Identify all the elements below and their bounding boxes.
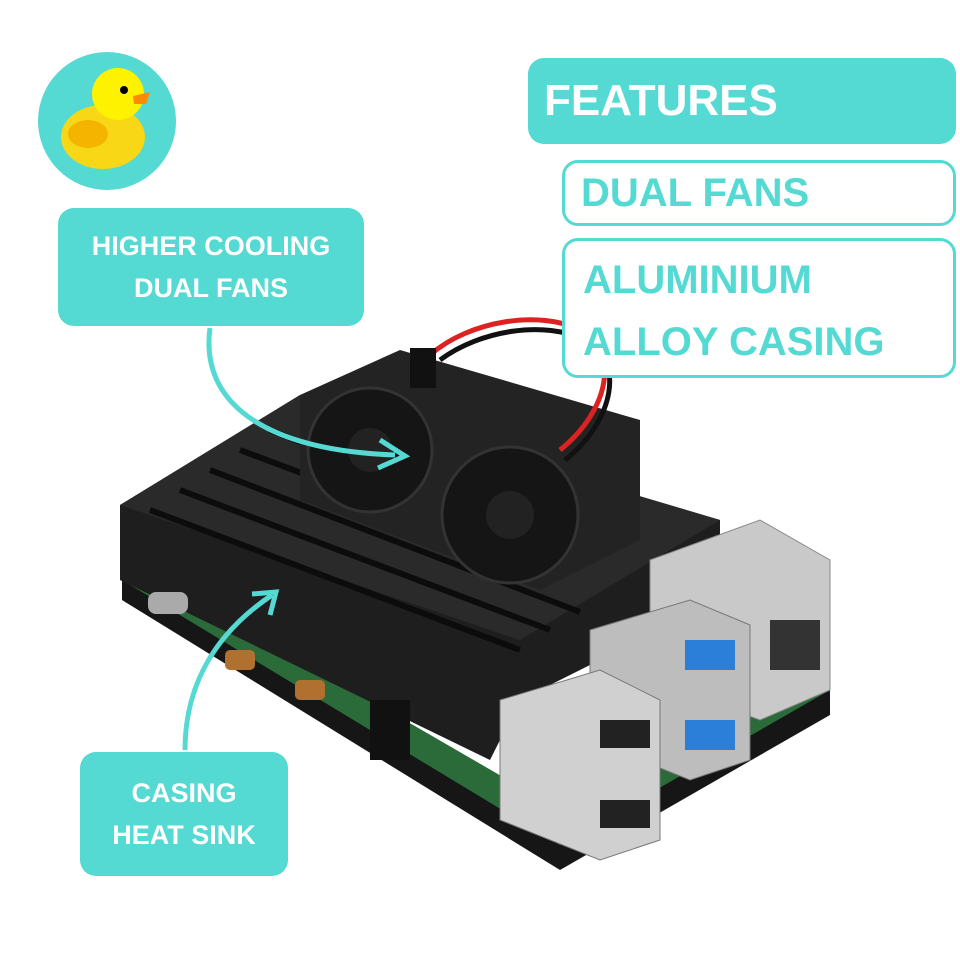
ethernet-jack [770,620,820,670]
features-title: FEATURES [528,58,956,144]
feature-line-2: ALLOY CASING [583,320,885,364]
fan-2-hub [486,491,534,539]
heat-sink-fins [148,427,582,653]
usb2-port-1 [600,720,650,748]
callout-cooling: HIGHER COOLING DUAL FANS [58,208,364,326]
arrow-to-heatsink [182,592,274,751]
usb3-port-2 [685,720,735,750]
callout-heatsink: CASING HEAT SINK [80,752,288,876]
fan-connector [410,348,436,388]
micro-hdmi-2 [295,680,325,700]
callout-heatsink-line-2: HEAT SINK [112,820,256,850]
duck-icon [61,68,150,169]
arrow-head-heatsink [251,589,280,616]
usb3-port-1 [685,640,735,670]
feature-dual-fans: DUAL FANS [562,160,956,226]
callout-heatsink-line-1: CASING [131,778,237,808]
arrow-head-fans [376,437,411,471]
callout-cooling-line-1: HIGHER COOLING [91,231,331,261]
audio-jack [370,700,410,760]
micro-hdmi-1 [225,650,255,670]
usb-c-port [148,592,188,614]
callout-cooling-line-2: DUAL FANS [133,273,288,303]
usb2-port-2 [600,800,650,828]
feature-line-1: ALUMINIUM [583,258,812,302]
feature-aluminium-casing: ALUMINIUM ALLOY CASING [562,238,956,378]
duck-logo [38,52,176,190]
arrow-to-fans [206,327,396,458]
